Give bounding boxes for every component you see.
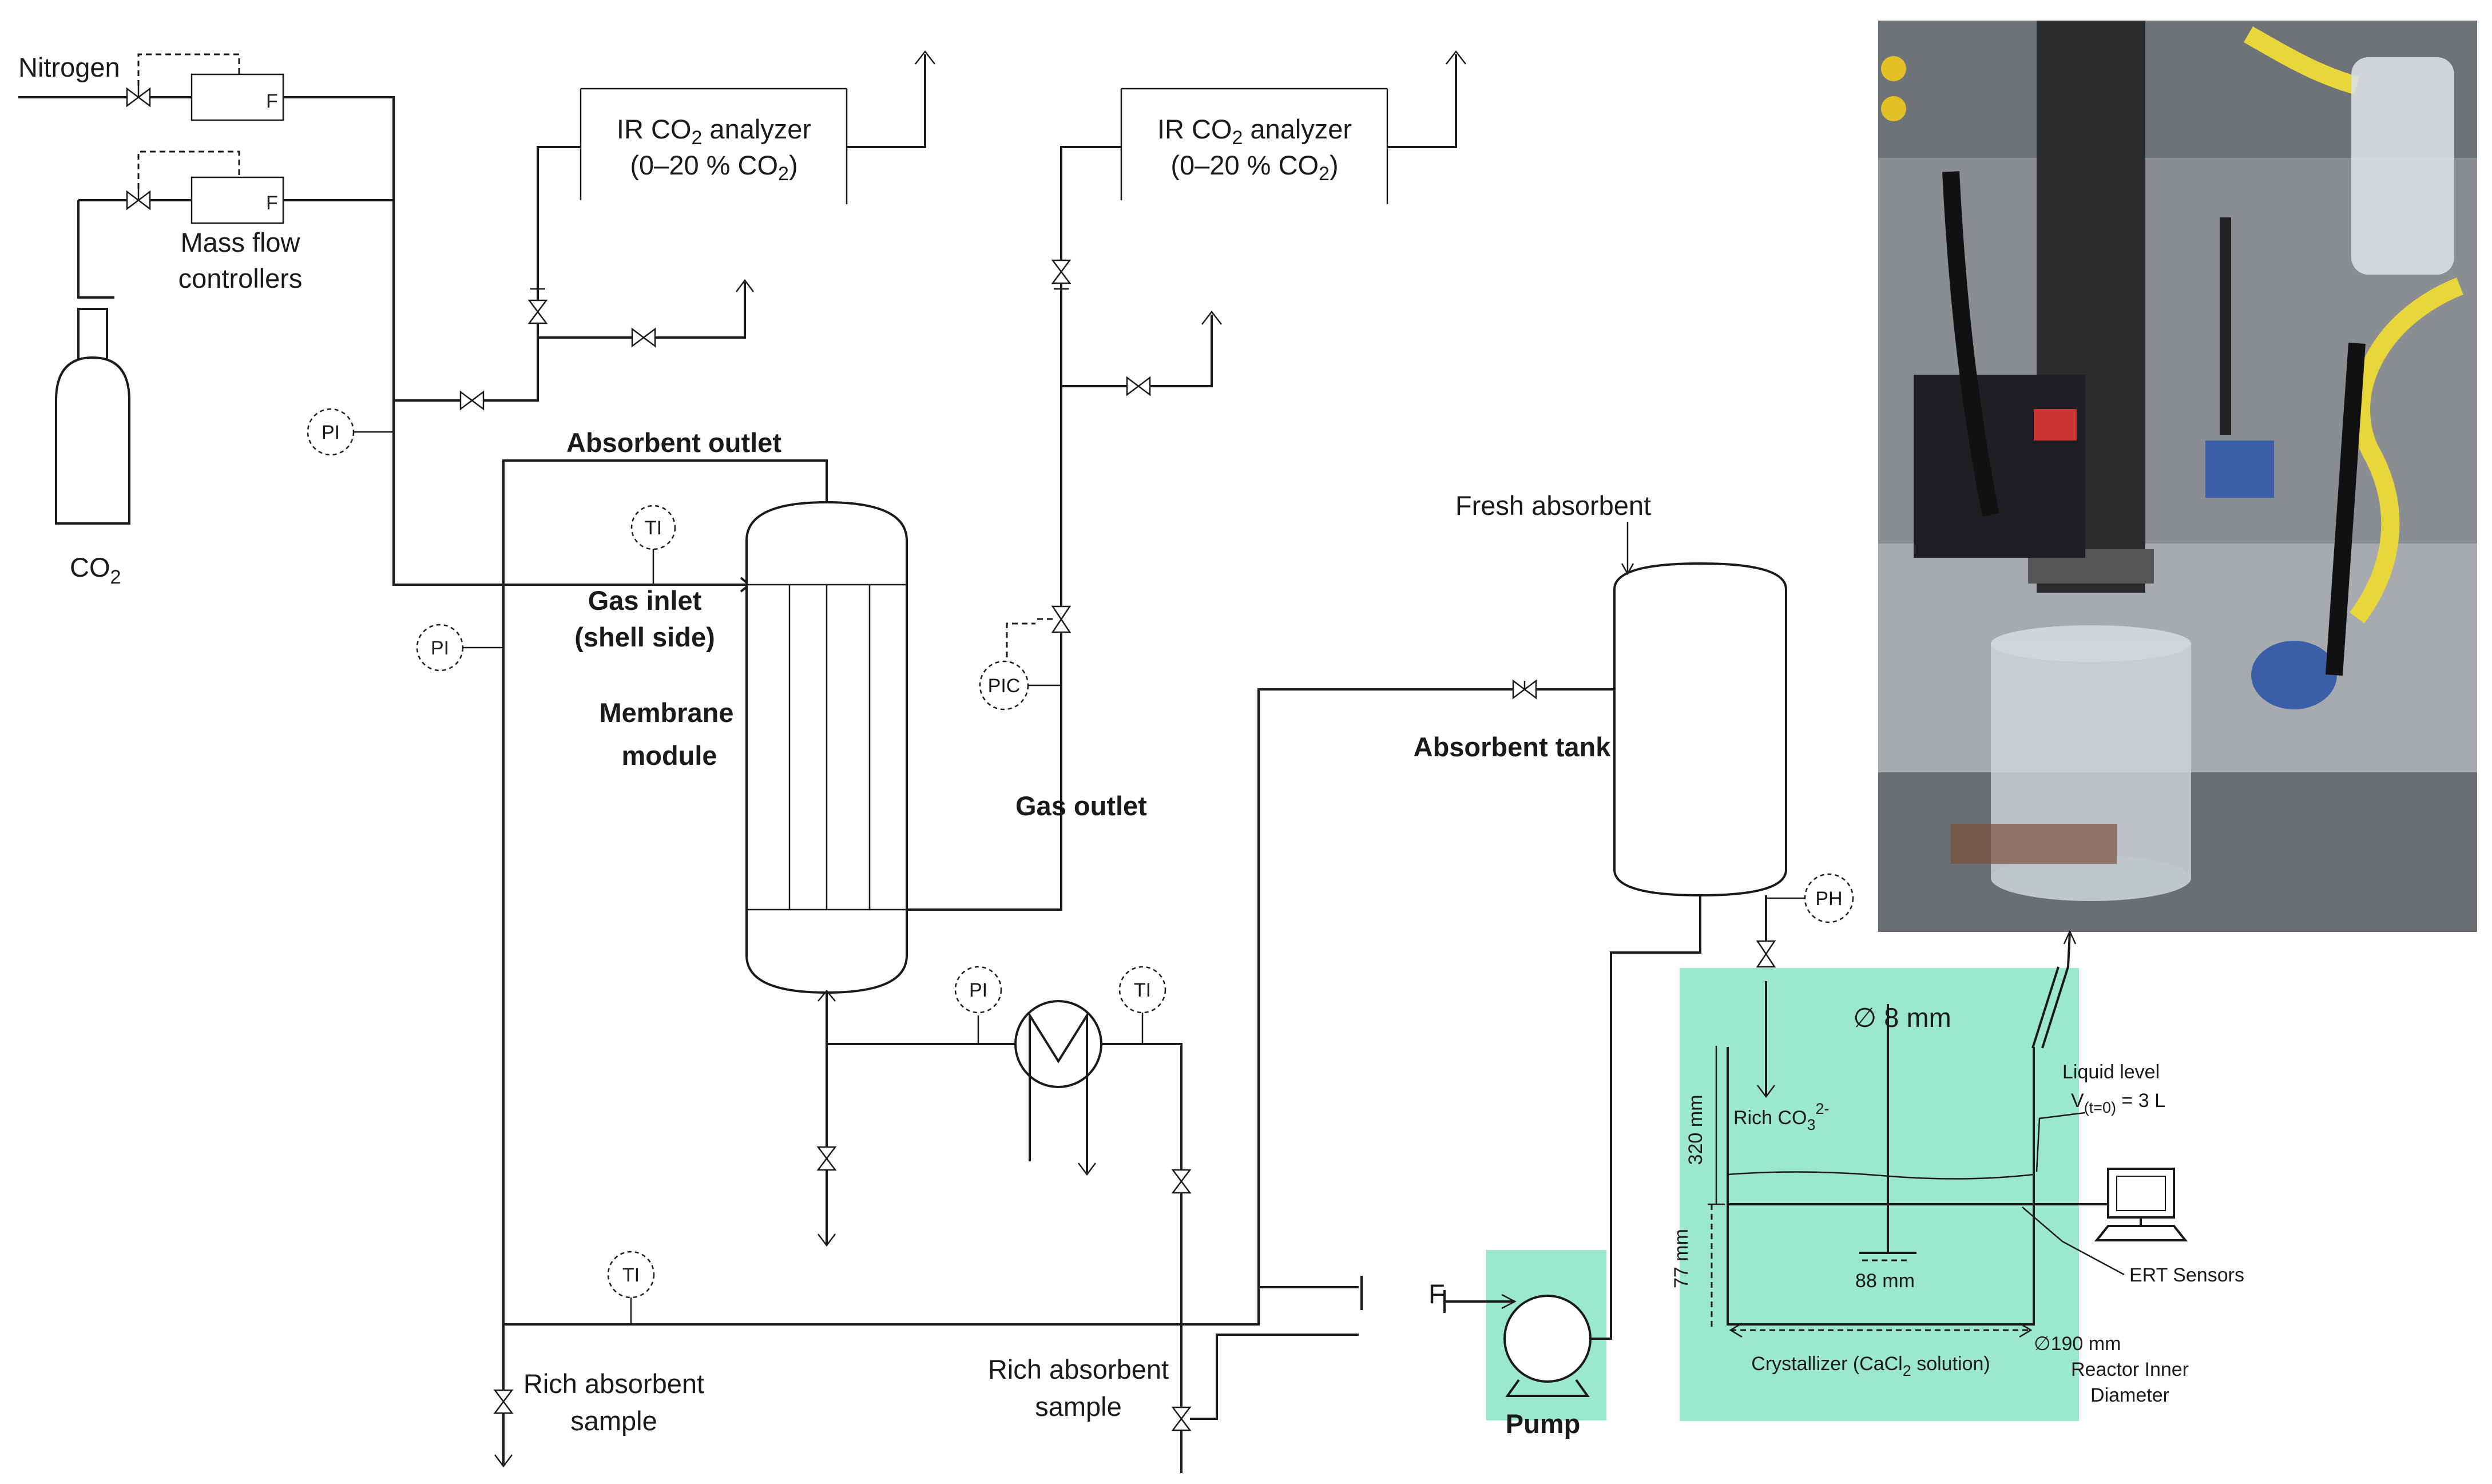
crystallizer-feed-valve[interactable]	[1756, 940, 1776, 968]
dim-8: ∅ 8 mm	[1853, 1002, 1951, 1033]
dim-77: 77 mm	[1670, 1229, 1692, 1288]
svg-text:PI: PI	[969, 979, 987, 1001]
svg-text:PI: PI	[431, 637, 449, 659]
dim-88: 88 mm	[1855, 1270, 1915, 1292]
membrane-label-2: module	[621, 740, 717, 771]
nitrogen-valve[interactable]	[126, 86, 151, 108]
liquid-level-label: Liquid level	[2062, 1061, 2160, 1083]
gas-inlet-label-2: (shell side)	[574, 622, 715, 652]
pi-absorbent-line: PI	[416, 624, 464, 672]
svg-text:F: F	[266, 90, 278, 112]
initial-volume-label: V(t=0) = 3 L	[2071, 1090, 2165, 1116]
svg-text:IR CO2 analyzer: IR CO2 analyzer	[617, 114, 811, 149]
dim-320: 320 mm	[1685, 1095, 1707, 1165]
crystallizer-zone	[1680, 968, 2079, 1421]
mfc-label-1: Mass flow	[181, 227, 301, 257]
drain-valve-membrane[interactable]	[816, 1146, 837, 1171]
reactor-label-1: Reactor Inner	[2071, 1359, 2189, 1380]
rich-sample-right-label-2: sample	[1035, 1391, 1122, 1422]
ir-analyzer-1: IR CO2 analyzer (0–20 % CO2)	[580, 88, 848, 204]
heat-exchanger	[1014, 1000, 1102, 1176]
membrane-module	[745, 501, 908, 994]
mfc-co2: F	[137, 150, 284, 224]
pic-controller: PIC	[979, 660, 1029, 711]
absorbent-tank	[1613, 562, 1787, 897]
flow-tag: F	[1428, 1279, 1445, 1309]
pump-label: Pump	[1506, 1408, 1581, 1439]
svg-text:(0–20 % CO2): (0–20 % CO2)	[1170, 150, 1338, 185]
bypass-valve-1[interactable]	[459, 390, 485, 411]
setup-photo	[1878, 21, 2477, 932]
dim-190: ∅190 mm	[2034, 1333, 2121, 1355]
tank-inlet-valve[interactable]	[1512, 679, 1537, 700]
svg-text:TI: TI	[645, 517, 662, 539]
rich-sample-valve-right-top[interactable]	[1171, 1169, 1192, 1194]
rich-co3-label: Rich CO32-	[1733, 1100, 1830, 1133]
mfc-nitrogen: F	[137, 53, 284, 121]
rich-sample-left-label-1: Rich absorbent	[523, 1368, 704, 1399]
co2-valve[interactable]	[126, 189, 151, 211]
co2-cylinder-label: CO2	[70, 552, 121, 588]
gas-outlet-label: Gas outlet	[1015, 791, 1147, 821]
svg-text:PH: PH	[1815, 888, 1842, 910]
svg-text:PI: PI	[322, 422, 340, 443]
rich-sample-valve-left[interactable]	[493, 1389, 514, 1414]
mfc-label-2: controllers	[178, 263, 303, 293]
controller-box	[1914, 375, 2085, 558]
ir-analyzer-2: IR CO2 analyzer (0–20 % CO2)	[1120, 88, 1388, 204]
crystallizer	[1727, 1004, 2035, 1326]
gas-inlet-label-1: Gas inlet	[588, 585, 702, 616]
membrane-label-1: Membrane	[599, 697, 733, 728]
svg-text:PIC: PIC	[988, 675, 1021, 697]
pi-heat-exchanger: PI	[954, 966, 1002, 1014]
computer-icon	[2094, 1168, 2188, 1241]
ph-sensor: PH	[1804, 873, 1854, 923]
svg-text:TI: TI	[1134, 979, 1151, 1001]
svg-text:TI: TI	[622, 1264, 640, 1286]
absorbent-tank-label: Absorbent tank	[1414, 732, 1612, 762]
ti-heat-exchanger: TI	[1118, 966, 1166, 1014]
pi-gas-supply: PI	[307, 408, 355, 456]
vent-valve-1[interactable]	[631, 327, 656, 348]
nitrogen-label: Nitrogen	[18, 52, 120, 82]
absorbent-outlet-label: Absorbent outlet	[566, 427, 781, 458]
fresh-absorbent-label: Fresh absorbent	[1455, 490, 1651, 521]
rich-sample-valve-right[interactable]	[1171, 1406, 1192, 1431]
ti-gas-inlet: TI	[630, 505, 676, 550]
svg-text:(0–20 % CO2): (0–20 % CO2)	[630, 150, 797, 185]
co2-cylinder	[55, 308, 130, 525]
vent-valve-2[interactable]	[1126, 376, 1151, 396]
pump[interactable]	[1503, 1295, 1592, 1397]
svg-text:F: F	[266, 192, 278, 214]
svg-text:IR CO2 analyzer: IR CO2 analyzer	[1157, 114, 1352, 149]
ert-sensors-label: ERT Sensors	[2129, 1264, 2244, 1286]
crystallizer-label: Crystallizer (CaCl2 solution)	[1751, 1353, 1990, 1379]
rich-sample-right-label-1: Rich absorbent	[988, 1354, 1169, 1384]
rich-sample-left-label-2: sample	[570, 1406, 657, 1436]
ti-rich-line: TI	[607, 1251, 655, 1299]
reactor-label-2: Diameter	[2090, 1384, 2169, 1406]
